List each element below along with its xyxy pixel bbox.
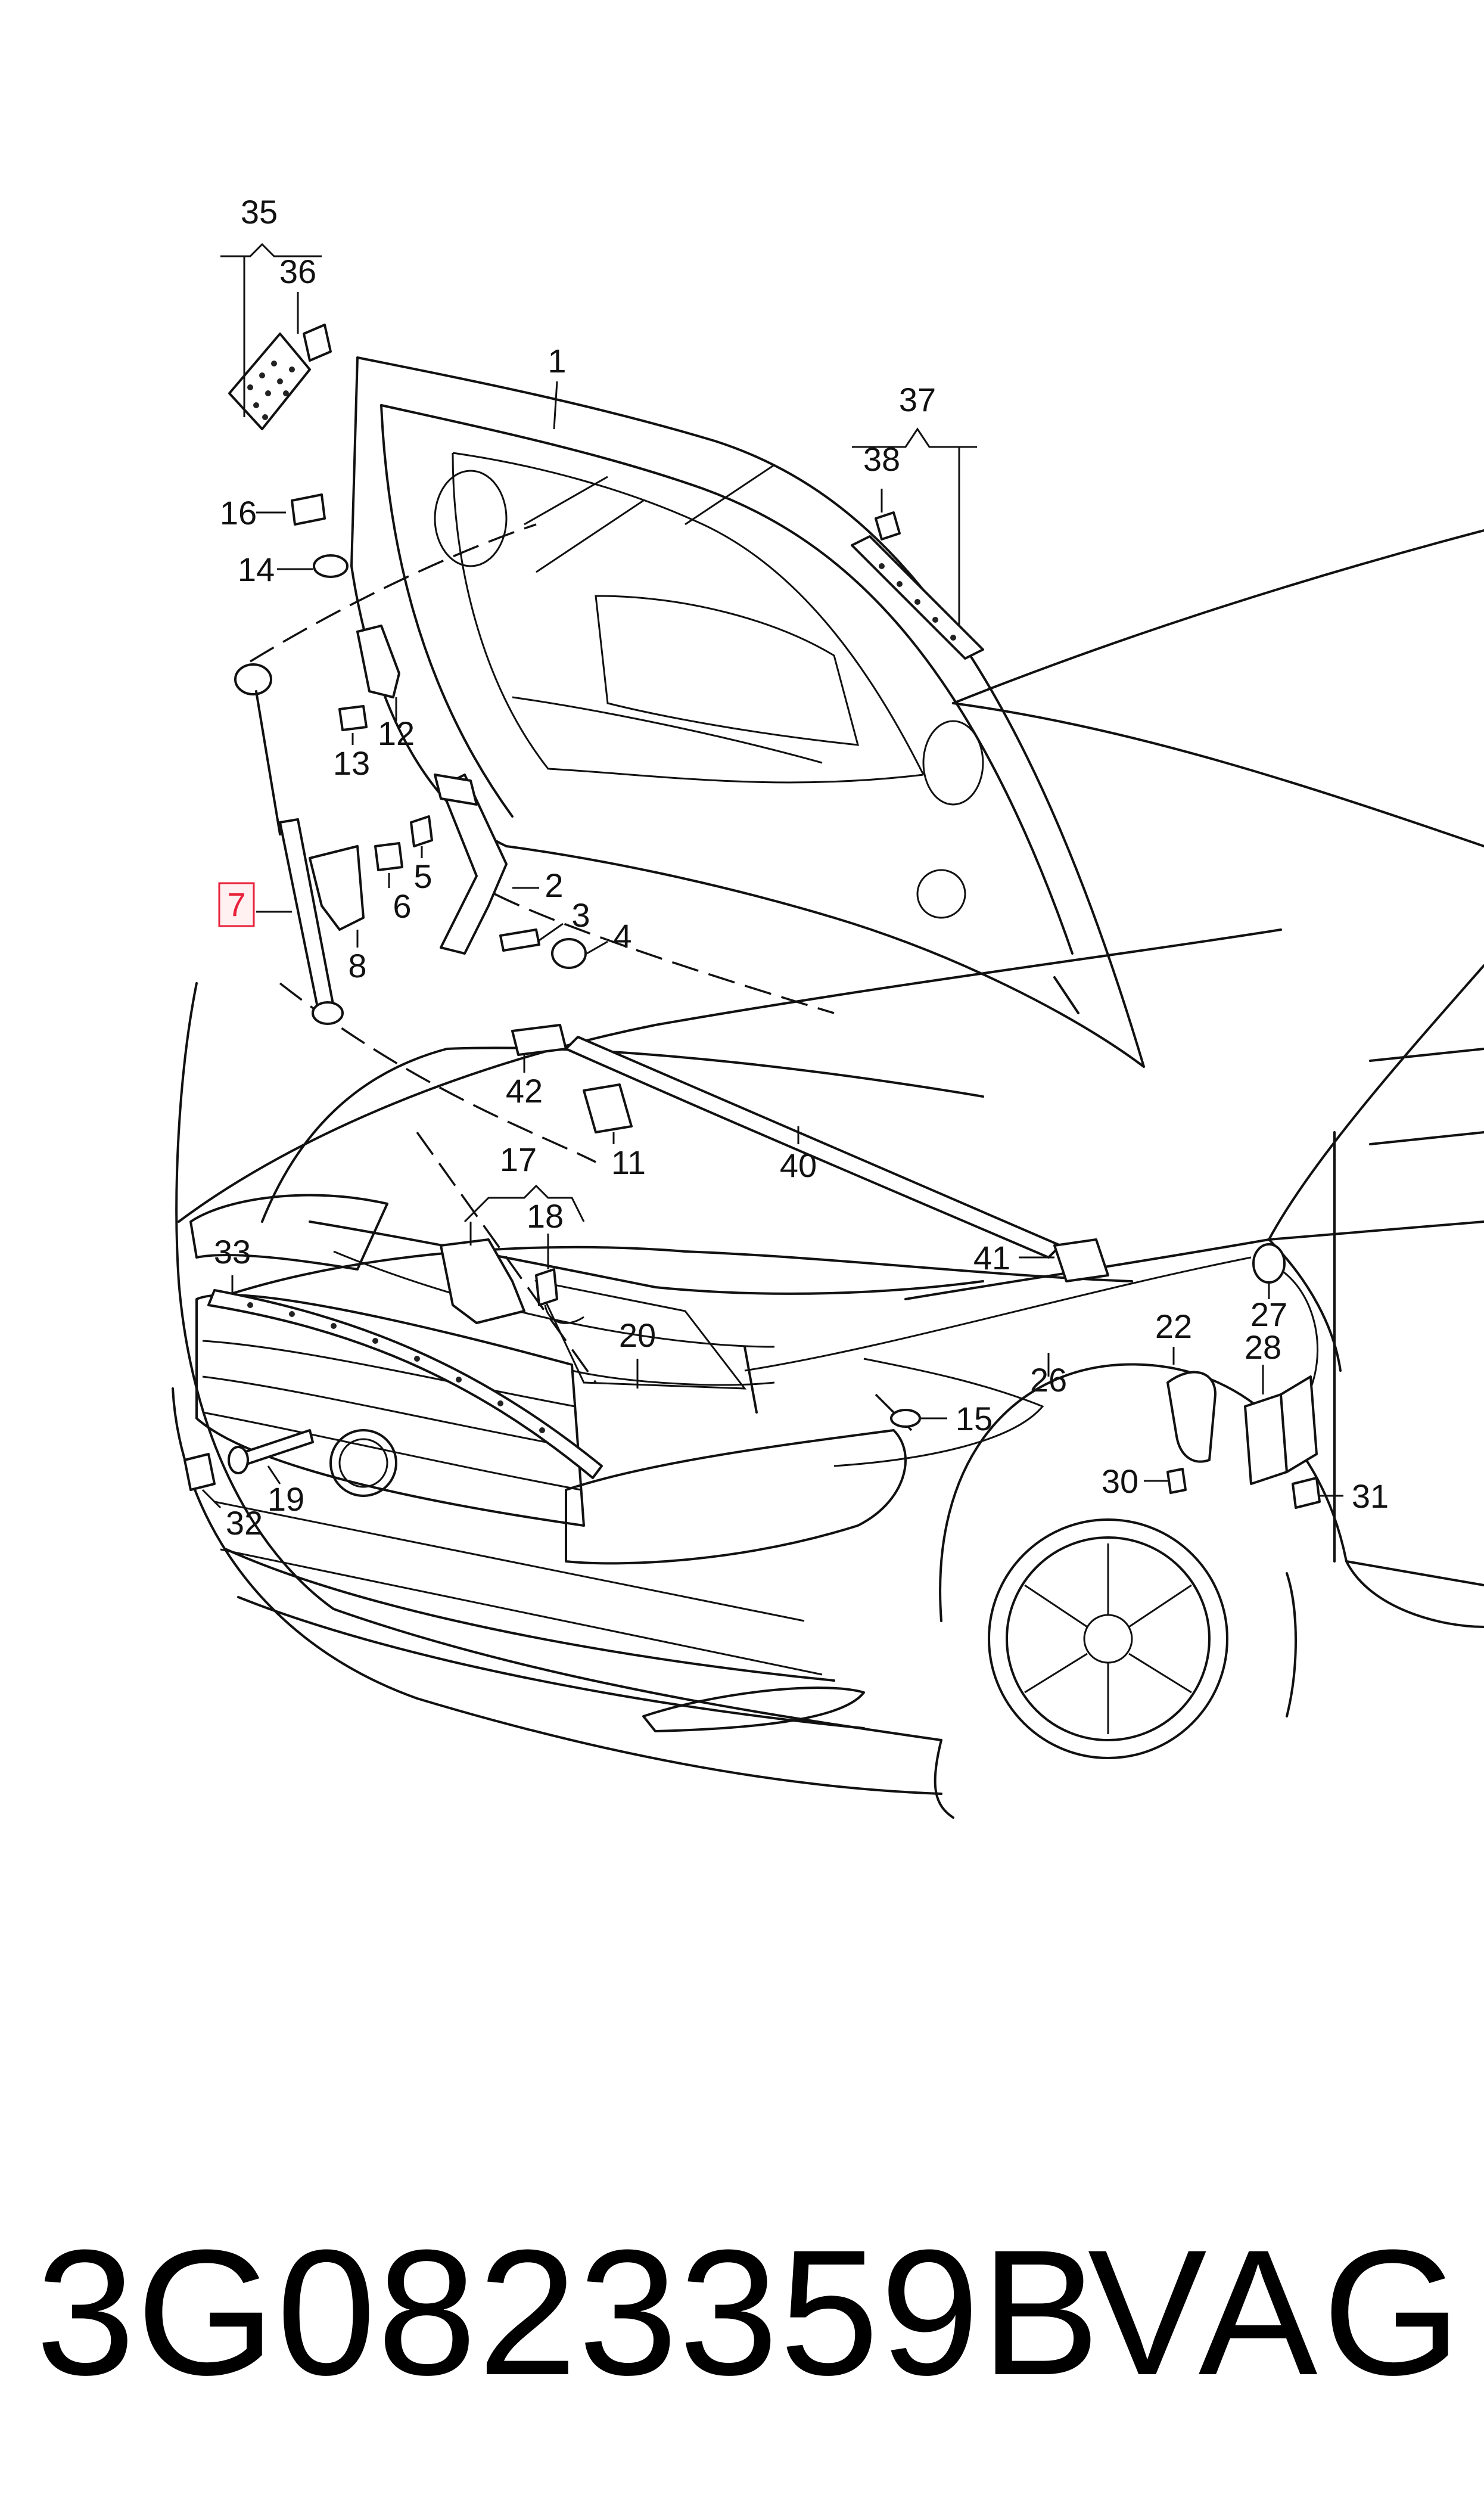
callout-40: 40 [780,1147,817,1184]
callout-20: 32 [226,1504,263,1542]
callout-15: 15 [956,1400,993,1437]
footer: 3G0823359B VAG [0,2205,1484,2455]
callout-30: 28 [1245,1328,1281,1366]
callout-42: 42 [506,1072,543,1110]
callout-11: 11 [611,1144,646,1181]
callout-18: 18 [527,1197,564,1235]
callout-38: 38 [863,440,900,478]
callout-33: 33 [214,1233,251,1271]
hood-outline [350,356,1145,1068]
callout-41: 41 [973,1239,1010,1276]
callout-labels: 35 36 1 37 38 16 14 12 13 7 8 6 5 2 3 4 … [214,193,1389,1542]
part-number: 3G0823359B [36,2212,1102,2412]
callout-36: 36 [279,253,316,290]
brand-label: VAG [1087,2212,1466,2412]
callout-1: 1 [547,342,566,380]
callout-2: 2 [545,866,563,904]
callout-7: 7 [227,886,245,923]
leader-lines [201,243,1343,1509]
callout-37: 37 [899,381,936,418]
callout-22: 20 [619,1316,656,1354]
parts [183,324,1321,1509]
callout-12: 12 [378,715,415,752]
callout-17: 17 [500,1141,537,1178]
callout-32: 31 [1352,1477,1389,1515]
callout-13: 13 [333,744,370,782]
callout-31: 30 [1102,1462,1138,1500]
car-body-outline [172,529,1484,1819]
callout-4: 4 [613,917,631,955]
callout-27: 26 [1030,1361,1067,1399]
callout-6: 6 [393,887,411,925]
hood-parts-diagram: 35 36 1 37 38 16 14 12 13 7 8 6 5 2 3 4 … [172,193,1484,1819]
callout-35: 35 [241,193,278,231]
callout-3: 3 [571,896,590,934]
callout-5: 5 [413,858,432,895]
callout-16: 16 [220,494,257,532]
callout-26: 22 [1155,1307,1192,1345]
callout-28: 27 [1250,1296,1287,1333]
callout-8: 8 [348,947,366,984]
callout-14: 14 [238,551,275,588]
callout-19: 19 [267,1480,304,1518]
callout-7-highlight [218,882,255,927]
